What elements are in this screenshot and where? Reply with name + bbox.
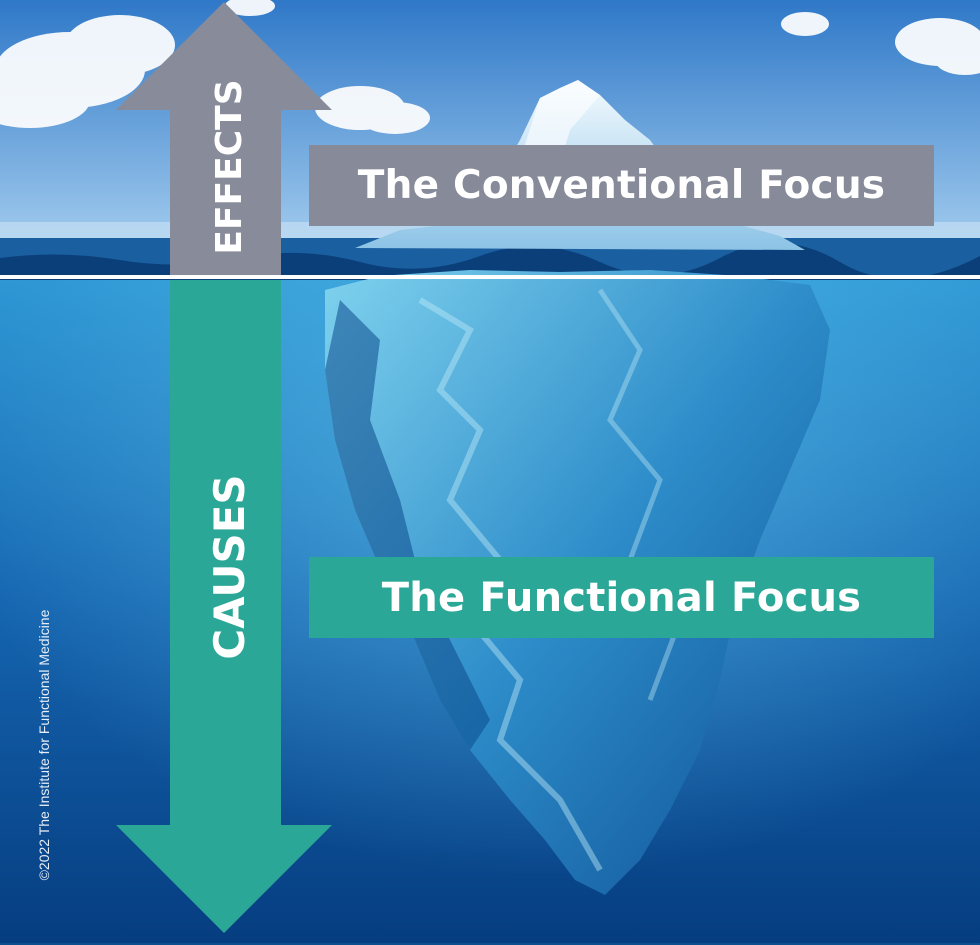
clouds [0, 0, 980, 134]
waterline [0, 275, 980, 279]
causes-label: CAUSES [204, 474, 254, 660]
conventional-focus-banner: The Conventional Focus [309, 145, 934, 226]
effects-label: EFFECTS [208, 79, 250, 255]
up-arrow-icon [116, 2, 332, 275]
functional-focus-banner: The Functional Focus [309, 557, 934, 638]
down-arrow-icon [116, 280, 332, 933]
copyright-notice: ©2022 The Institute for Functional Medic… [36, 609, 52, 881]
